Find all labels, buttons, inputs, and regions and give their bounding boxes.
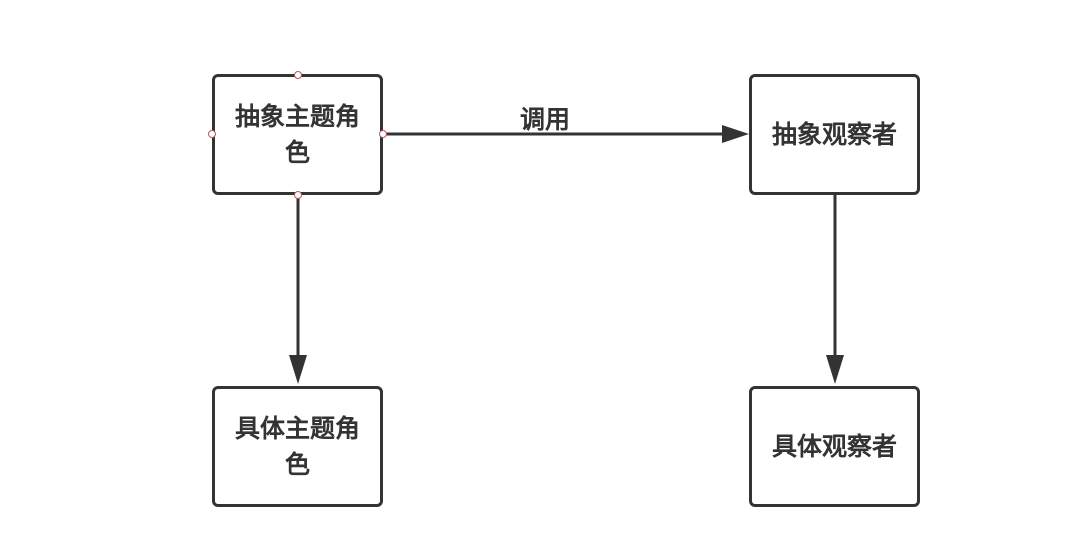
- edge-label-invoke: 调用: [519, 105, 570, 134]
- resize-handle-top[interactable]: [294, 71, 302, 79]
- arrowhead-observer-inheritance: [826, 355, 844, 384]
- node-abstract-observer[interactable]: 抽象观察者: [749, 74, 920, 195]
- node-abstract-observer-label: 抽象观察者: [771, 119, 897, 149]
- node-concrete-observer[interactable]: 具体观察者: [749, 386, 920, 507]
- arrowhead-subject-inheritance: [289, 355, 307, 384]
- arrowhead-invoke: [722, 125, 749, 143]
- resize-handle-left[interactable]: [208, 130, 216, 138]
- resize-handle-right[interactable]: [379, 130, 387, 138]
- node-concrete-observer-label: 具体观察者: [771, 431, 897, 461]
- node-abstract-subject[interactable]: 抽象主题角色: [212, 74, 383, 195]
- resize-handle-bottom[interactable]: [294, 191, 302, 199]
- node-abstract-subject-label: 抽象主题角色: [234, 101, 360, 167]
- node-concrete-subject-label: 具体主题角色: [234, 413, 360, 479]
- node-concrete-subject[interactable]: 具体主题角色: [212, 386, 383, 507]
